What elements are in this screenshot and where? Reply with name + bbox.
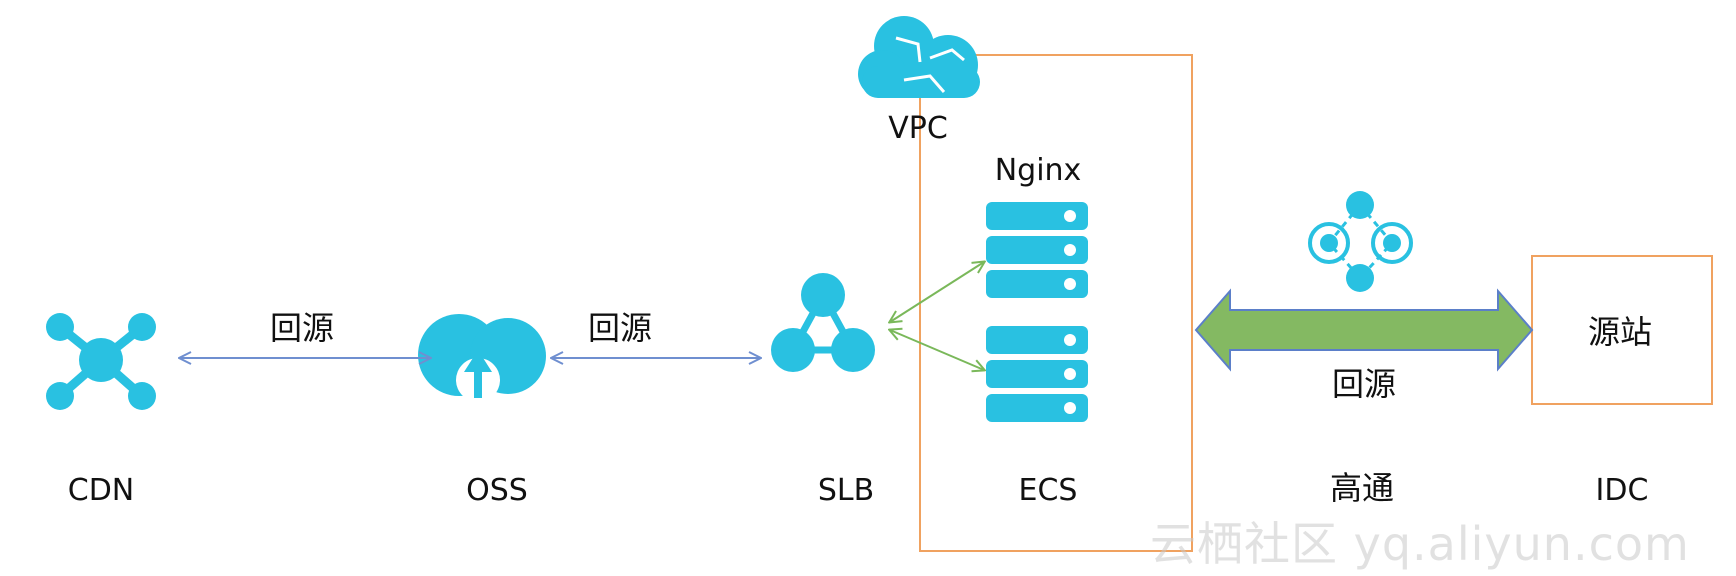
cdn-label: CDN (67, 473, 135, 508)
server-icon-upper (986, 202, 1088, 298)
arrow-slb-server-lower (890, 330, 984, 370)
ecs-label: ECS (1018, 473, 1078, 508)
arrow-ecs-idc (1194, 288, 1534, 372)
gaotong-label: 高通 (1329, 469, 1395, 507)
slb-label: SLB (817, 473, 875, 508)
vpc-cloud-icon (858, 16, 980, 98)
arrow-slb-server-upper (890, 262, 984, 322)
nginx-label: Nginx (994, 153, 1082, 188)
origin-site-label: 源站 (1587, 313, 1653, 351)
vpc-label: VPC (888, 111, 948, 146)
edge-label-cdn-oss: 回源 (269, 309, 335, 347)
slb-icon (771, 273, 875, 372)
cdn-icon (46, 313, 156, 410)
server-icon-lower (986, 326, 1088, 422)
edge-label-oss-slb: 回源 (587, 309, 653, 347)
oss-label: OSS (466, 473, 528, 508)
oss-icon (418, 314, 546, 402)
gaotong-network-icon (1308, 191, 1413, 292)
watermark: 云栖社区 yq.aliyun.com (1150, 517, 1690, 571)
idc-label: IDC (1595, 473, 1649, 508)
edge-label-ecs-idc: 回源 (1331, 365, 1397, 403)
